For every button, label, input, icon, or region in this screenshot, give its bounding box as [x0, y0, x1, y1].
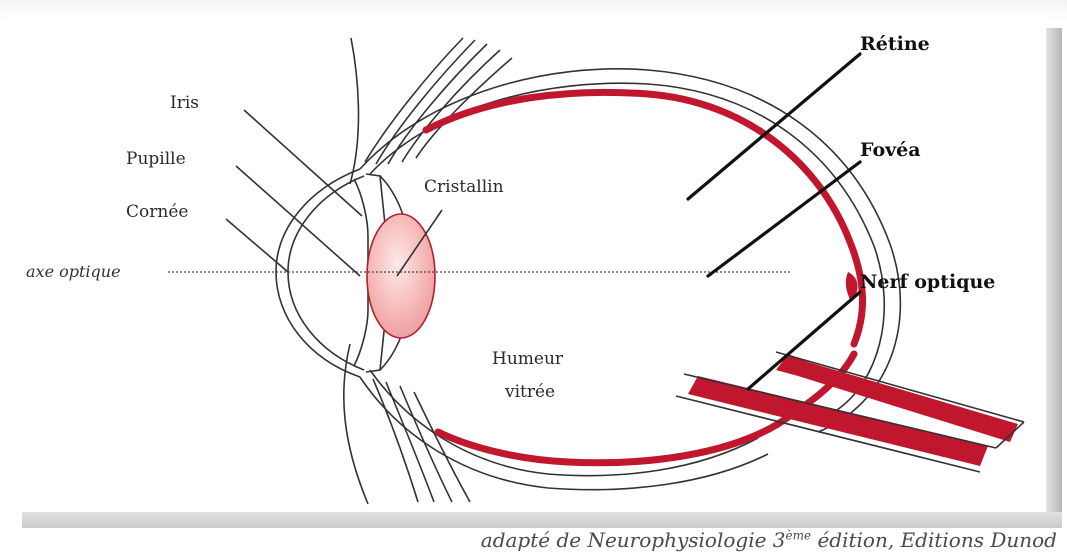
- source-caption: adapté de Neurophysiologie 3ème édition,…: [481, 528, 1057, 552]
- pointer-iris: [244, 110, 362, 216]
- pointer-pupille: [236, 166, 360, 276]
- cornea-inner: [288, 176, 364, 370]
- label-fovea: Fovéa: [860, 139, 921, 161]
- caption-suffix: édition, Editions Dunod: [811, 528, 1057, 552]
- retina: [426, 92, 863, 344]
- lens: [367, 214, 435, 338]
- diagram-card: Iris Pupille Cornée axe optique Cristall…: [8, 14, 1046, 512]
- label-humeur-line1: Humeur: [492, 349, 564, 369]
- eyelid-lower-fold: [344, 344, 368, 504]
- upper-muscle: [365, 38, 512, 164]
- label-pupille: Pupille: [126, 149, 186, 169]
- label-iris: Iris: [170, 93, 199, 113]
- optic-nerve: [676, 352, 1024, 472]
- label-cornee: Cornée: [126, 202, 188, 222]
- caption-prefix: adapté de Neurophysiologie 3: [481, 528, 786, 552]
- frame-right-shadow: [1046, 28, 1062, 520]
- caption-superscript: ème: [786, 528, 812, 542]
- label-retine: Rétine: [860, 33, 930, 55]
- pointer-cornee: [226, 219, 288, 272]
- eyelid-upper-fold: [350, 38, 358, 184]
- label-humeur-line2: vitrée: [504, 382, 555, 402]
- label-axe-optique: axe optique: [26, 262, 121, 281]
- frame-bottom-shadow: [22, 512, 1062, 528]
- label-cristallin: Cristallin: [424, 177, 504, 197]
- label-nerf-optique: Nerf optique: [860, 271, 995, 293]
- eye-diagram: Iris Pupille Cornée axe optique Cristall…: [8, 14, 1046, 512]
- sclera-outer: [360, 69, 900, 490]
